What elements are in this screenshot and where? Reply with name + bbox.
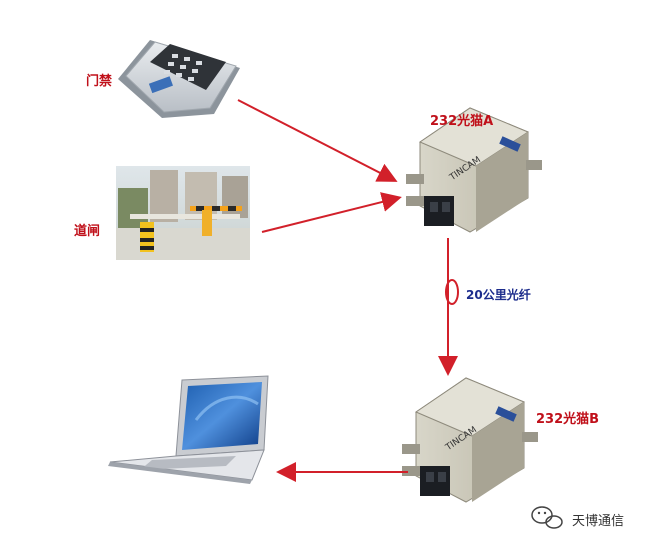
fiber-modem-a-icon — [406, 107, 542, 233]
fiber-modem-b-icon — [402, 377, 538, 503]
label-gate: 道闸 — [74, 224, 101, 239]
label-modem-b: 232光猫B — [536, 412, 600, 427]
label-modem-a: 232光猫A — [430, 114, 494, 129]
laptop-icon — [108, 375, 269, 484]
parking-barrier-photo — [116, 166, 250, 260]
wechat-icon — [531, 506, 563, 529]
arrow-gate-to-modem-a — [261, 192, 402, 233]
access-control-keypad-icon — [118, 40, 240, 118]
connection-arrows — [237, 99, 459, 482]
arrow-keypad-to-modem-a — [237, 99, 398, 182]
watermark-text: 天博通信 — [572, 514, 625, 529]
label-access-control: 门禁 — [86, 74, 113, 89]
label-fiber: 20公里光纤 — [466, 288, 531, 302]
fiber-coil — [445, 279, 459, 305]
